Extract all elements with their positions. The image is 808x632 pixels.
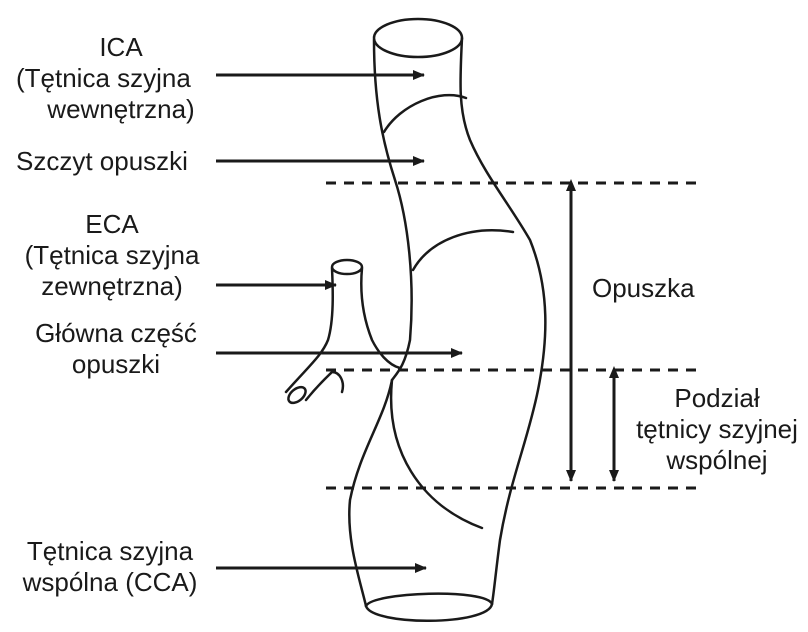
contour-line-3 bbox=[391, 380, 482, 528]
label-cca-line-1: Tętnica szyjna bbox=[10, 536, 210, 567]
label-eca-line-1: ECA bbox=[12, 209, 212, 240]
label-glowna-czesc-opuszki: Główna część opuszki bbox=[18, 318, 214, 380]
label-cca: Tętnica szyjna wspólna (CCA) bbox=[10, 536, 210, 598]
label-podzial-line-2: tętnicy szyjnej bbox=[628, 414, 806, 445]
label-ica-line-1: ICA bbox=[16, 32, 226, 63]
label-cca-line-2: wspólna (CCA) bbox=[10, 567, 210, 598]
cca-bottom-opening-back bbox=[366, 594, 492, 606]
small-branch-contour bbox=[306, 372, 343, 400]
label-eca-line-3: zewnętrzna) bbox=[12, 271, 212, 302]
label-eca-line-2: (Tętnica szyjna bbox=[12, 240, 212, 271]
eca-left-contour bbox=[286, 268, 333, 392]
label-ica-line-2: (Tętnica szyjna bbox=[16, 63, 226, 94]
label-szczyt-opuszki: Szczyt opuszki bbox=[16, 146, 188, 177]
contour-line-2 bbox=[413, 230, 513, 270]
label-opuszka-line-1: Opuszka bbox=[592, 273, 695, 304]
contour-line-1 bbox=[384, 95, 466, 132]
label-szczyt-line-1: Szczyt opuszki bbox=[16, 146, 188, 177]
label-ica: ICA (Tętnica szyjna wewnętrzna) bbox=[16, 32, 226, 125]
label-ica-line-3: wewnętrzna) bbox=[16, 94, 226, 125]
label-podzial: Podział tętnicy szyjnej wspólnej bbox=[628, 383, 806, 476]
label-glowna-line-1: Główna część bbox=[18, 318, 214, 349]
vessel-right-contour bbox=[460, 38, 545, 604]
label-opuszka: Opuszka bbox=[592, 273, 695, 304]
cca-bottom-opening bbox=[366, 604, 492, 621]
eca-top-opening bbox=[332, 260, 362, 274]
vessel-left-contour bbox=[349, 40, 411, 606]
label-eca: ECA (Tętnica szyjna zewnętrzna) bbox=[12, 209, 212, 302]
label-podzial-line-3: wspólnej bbox=[628, 445, 806, 476]
label-podzial-line-1: Podział bbox=[628, 383, 806, 414]
label-glowna-line-2: opuszki bbox=[18, 349, 214, 380]
ica-top-opening bbox=[374, 19, 462, 57]
